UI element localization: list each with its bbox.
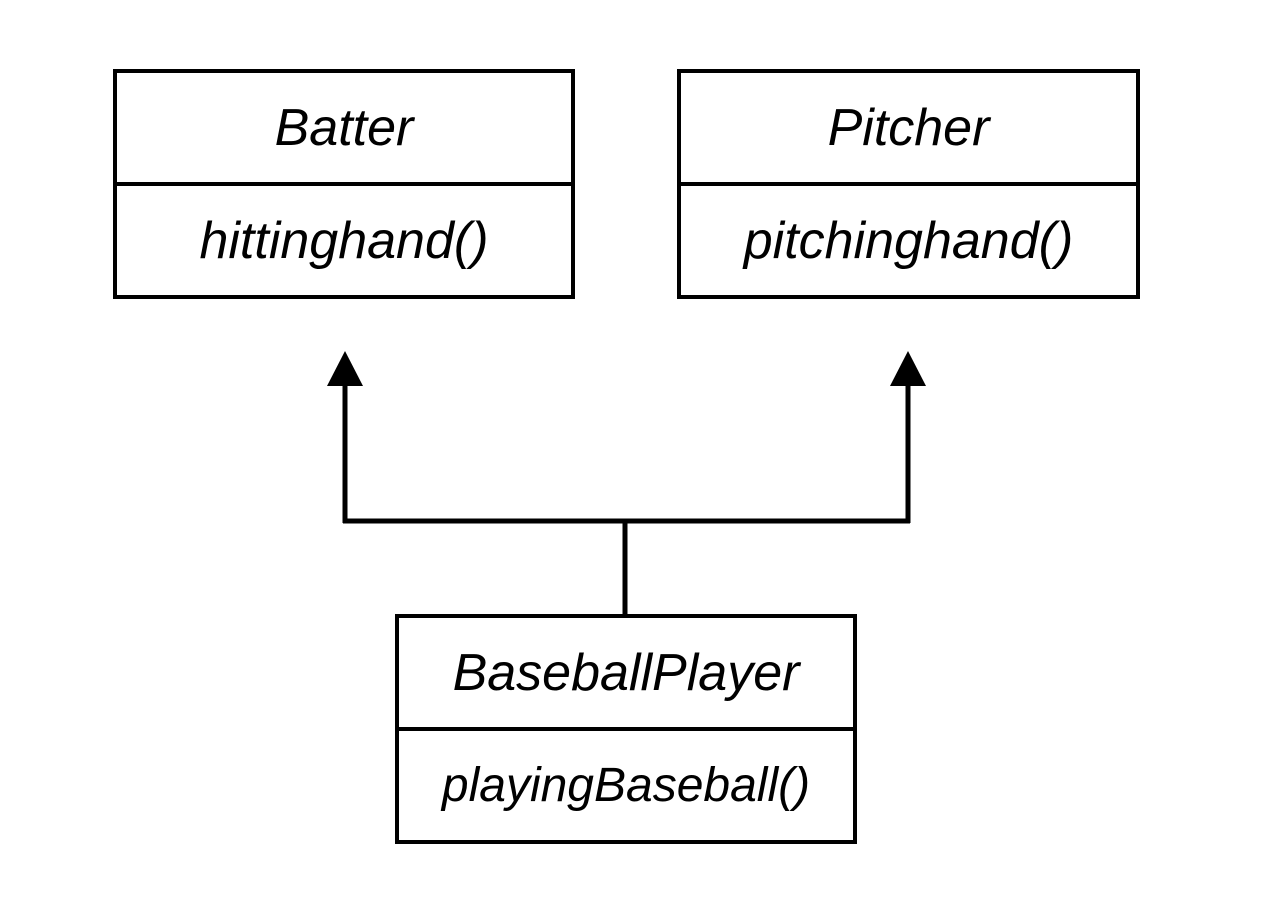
method-pitchinghand: pitchinghand() (743, 211, 1074, 270)
method-playingbaseball: playingBaseball() (441, 759, 811, 812)
arrowhead-pitcher (890, 351, 926, 386)
class-batter: Batter hittinghand() (113, 69, 575, 299)
method-hittinghand: hittinghand() (199, 211, 489, 270)
class-baseballplayer: BaseballPlayer playingBaseball() (395, 614, 857, 844)
class-pitcher: Pitcher pitchinghand() (677, 69, 1140, 299)
class-name-pitcher: Pitcher (681, 73, 1136, 186)
class-name-batter: Batter (117, 73, 571, 186)
class-name-baseballplayer: BaseballPlayer (399, 618, 853, 731)
arrowhead-batter (327, 351, 363, 386)
